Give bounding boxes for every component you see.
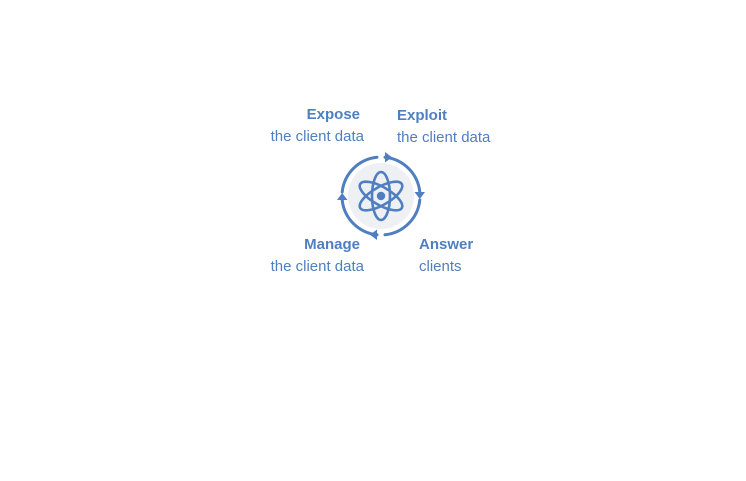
- atom-nucleus: [376, 191, 386, 201]
- stage-manage-title: Manage: [304, 236, 360, 253]
- arrow-head-right: [414, 192, 425, 199]
- stage-manage: Manage the client data: [246, 234, 364, 278]
- arrow-head-top: [385, 152, 392, 163]
- atom-icon: [358, 170, 404, 222]
- atom-cycle-icon: [337, 152, 425, 240]
- arrow-head-left: [337, 193, 348, 200]
- arrow-arc-bottom-right: [383, 198, 422, 237]
- stage-manage-subtitle: the client data: [270, 258, 364, 275]
- stage-answer-title: Answer: [419, 236, 474, 253]
- stage-answer: Answer clients: [419, 234, 473, 278]
- stage-expose-title: Expose: [306, 106, 360, 123]
- stage-expose-subtitle: the client data: [270, 128, 364, 145]
- arrow-head-bottom: [370, 229, 377, 240]
- arrow-heads: [337, 152, 425, 240]
- stage-answer-subtitle: clients: [419, 258, 462, 275]
- cycle-hub: [336, 151, 426, 241]
- stage-expose: Expose the client data: [246, 104, 364, 148]
- stage-exploit-title: Exploit: [397, 107, 448, 124]
- arrow-arc-top-left: [340, 155, 379, 194]
- stage-exploit: Exploit the client data: [397, 105, 490, 149]
- stage-exploit-subtitle: the client data: [397, 129, 491, 146]
